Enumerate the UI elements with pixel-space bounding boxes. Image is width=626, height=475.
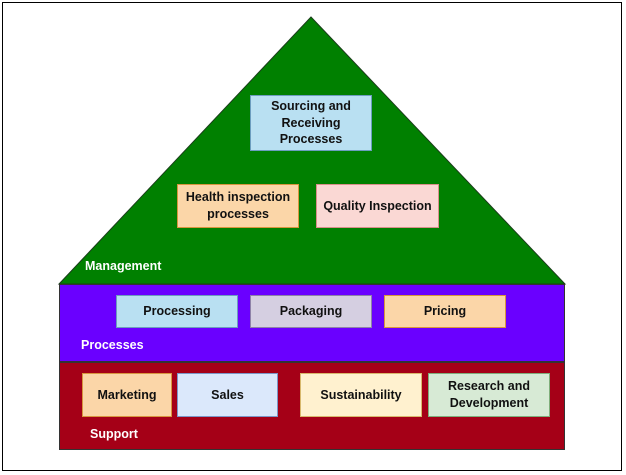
management-label: Management xyxy=(85,259,162,273)
packaging-box: Packaging xyxy=(250,295,372,328)
marketing-box: Marketing xyxy=(82,373,172,417)
sourcing-and-receiving-box: Sourcing and Receiving Processes xyxy=(250,95,372,151)
sustainability-box: Sustainability xyxy=(300,373,422,417)
research-and-development-box: Research and Development xyxy=(428,373,550,417)
support-label: Support xyxy=(90,427,138,441)
sales-box: Sales xyxy=(177,373,278,417)
pricing-box: Pricing xyxy=(384,295,506,328)
health-inspection-box: Health inspection processes xyxy=(177,184,299,228)
quality-inspection-box: Quality Inspection xyxy=(316,184,439,228)
processing-box: Processing xyxy=(116,295,238,328)
processes-label: Processes xyxy=(81,338,144,352)
